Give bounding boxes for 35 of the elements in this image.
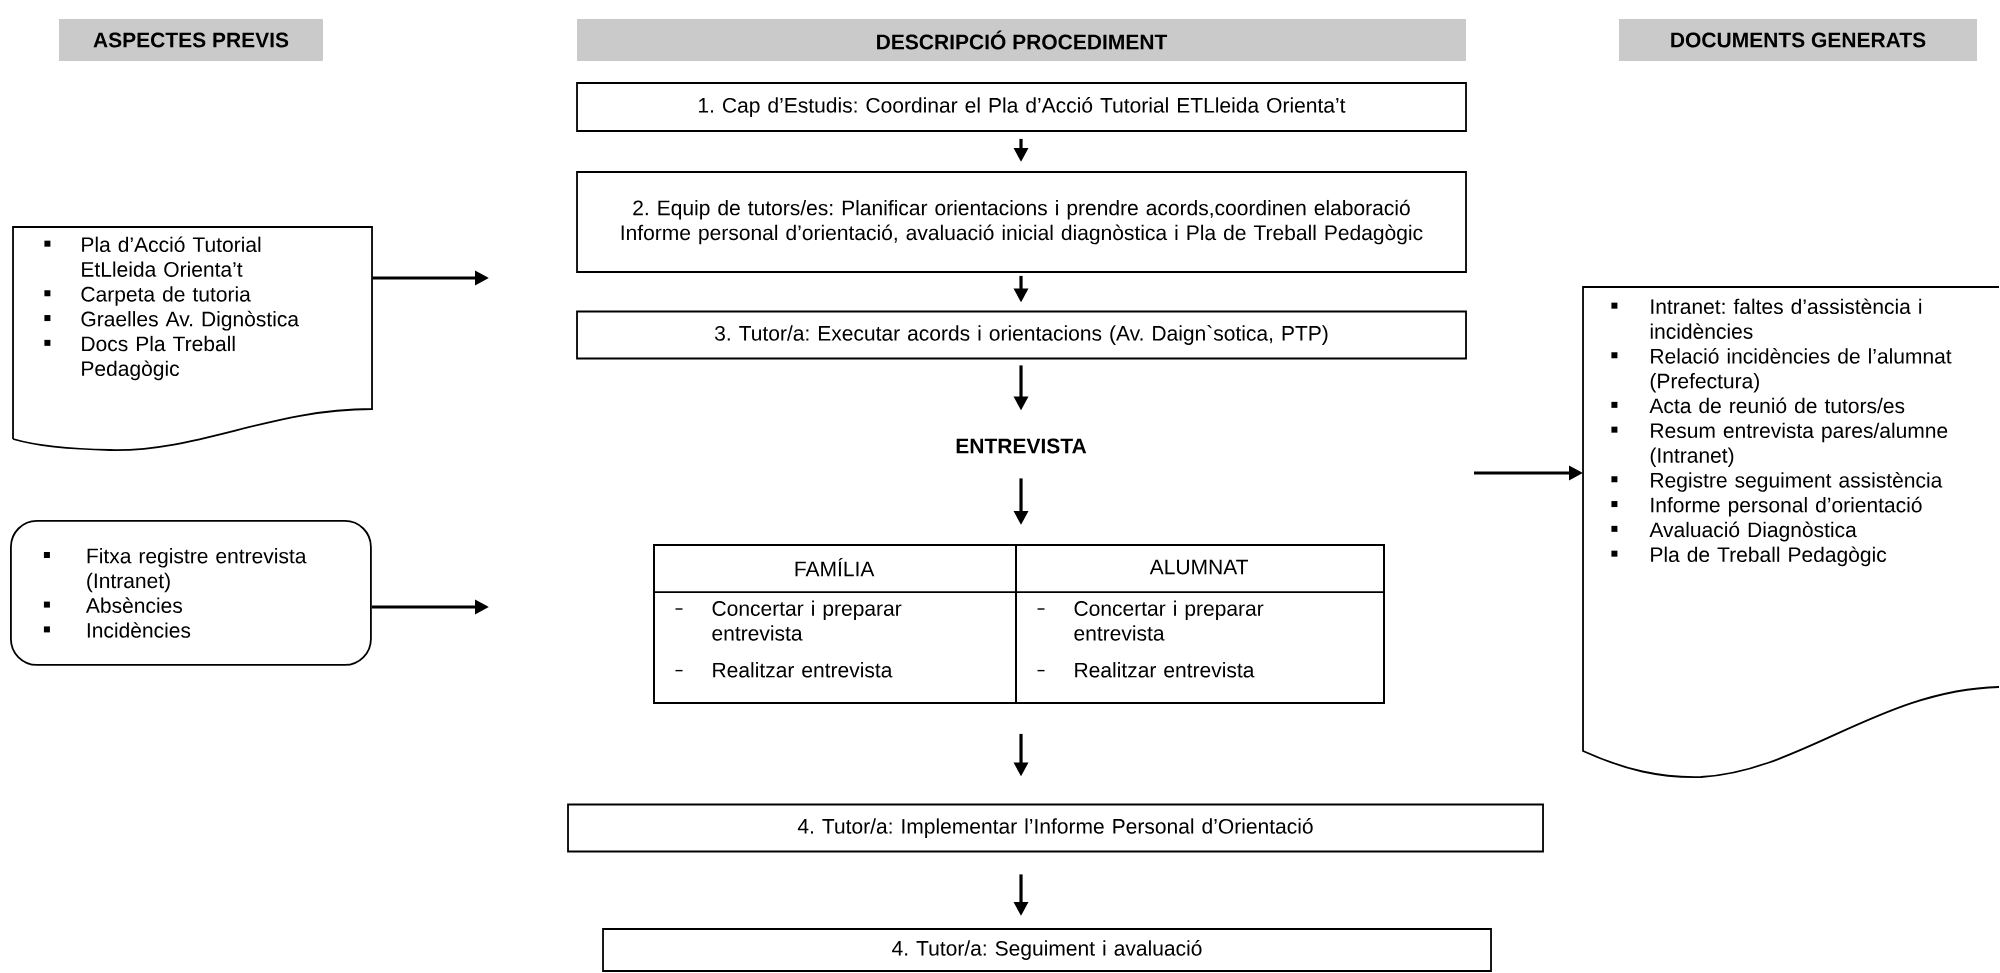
table-column bbox=[1014, 544, 1385, 704]
list-item: Pla de Treball Pedagògic bbox=[1611, 546, 1887, 567]
process-box: 4. Tutor/a: Seguiment i avaluació bbox=[602, 928, 1492, 972]
list-item: Relació incidències de l’alumnat (Prefectura) bbox=[1611, 348, 1952, 393]
list-item: Registre seguiment assistència bbox=[1611, 472, 1943, 492]
document-shape bbox=[1582, 286, 2000, 778]
table-column bbox=[652, 544, 1017, 704]
stage-label: ENTREVISTA bbox=[956, 438, 1087, 454]
list-item: Carpeta de tutoria bbox=[44, 286, 251, 306]
list-item: Concertar i preparar entrevista bbox=[674, 600, 902, 641]
column-header: FAMÍLIA bbox=[795, 558, 875, 577]
list-item: Concertar i preparar entrevista bbox=[1036, 600, 1264, 641]
process-box: 2. Equip de tutors/es: Planificar orientacions i prendre acords,coordinen elaboració Informe personal d’orientació, avaluació inicial diagnòstica i Pla de Treball Pedagògic bbox=[576, 171, 1467, 273]
column-header: ALUMNAT bbox=[1149, 559, 1248, 575]
list-item: Absències bbox=[43, 597, 182, 613]
list-item: Realitzar entrevista bbox=[674, 662, 893, 678]
list-item: Realitzar entrevista bbox=[1036, 662, 1255, 678]
header-band: ASPECTES PREVIS bbox=[59, 19, 323, 61]
rounded-box bbox=[10, 520, 372, 666]
process-box: 3. Tutor/a: Executar acords i orientacions (Av. Daign`sotica, PTP) bbox=[576, 310, 1467, 360]
header-band: DESCRIPCIÓ PROCEDIMENT bbox=[577, 19, 1466, 61]
list-item: Incidències bbox=[43, 622, 191, 638]
list-item: Intranet: faltes d’assistència i incidències bbox=[1611, 298, 1922, 339]
header-band: DOCUMENTS GENERATS bbox=[1619, 19, 1977, 61]
list-item: Informe personal d’orientació bbox=[1611, 496, 1922, 517]
list-item: Resum entrevista pares/alumne (Intranet) bbox=[1611, 422, 1948, 467]
list-item: Graelles Av. Dignòstica bbox=[44, 310, 299, 331]
list-item: Docs Pla Treball Pedagògic bbox=[44, 335, 235, 381]
list-item: Fitxa registre entrevista (Intranet) bbox=[43, 548, 307, 593]
list-item: Acta de reunió de tutors/es bbox=[1611, 397, 1905, 414]
process-box: 4. Tutor/a: Implementar l’Informe Personal d’Orientació bbox=[567, 803, 1544, 853]
list-item: Pla d’Acció Tutorial EtLleida Orienta’t bbox=[44, 236, 261, 277]
process-box: 1. Cap d’Estudis: Coordinar el Pla d’Acció Tutorial ETLleida Orienta’t bbox=[576, 82, 1467, 132]
list-item: Avaluació Diagnòstica bbox=[1611, 521, 1857, 542]
document-shape bbox=[12, 226, 373, 451]
